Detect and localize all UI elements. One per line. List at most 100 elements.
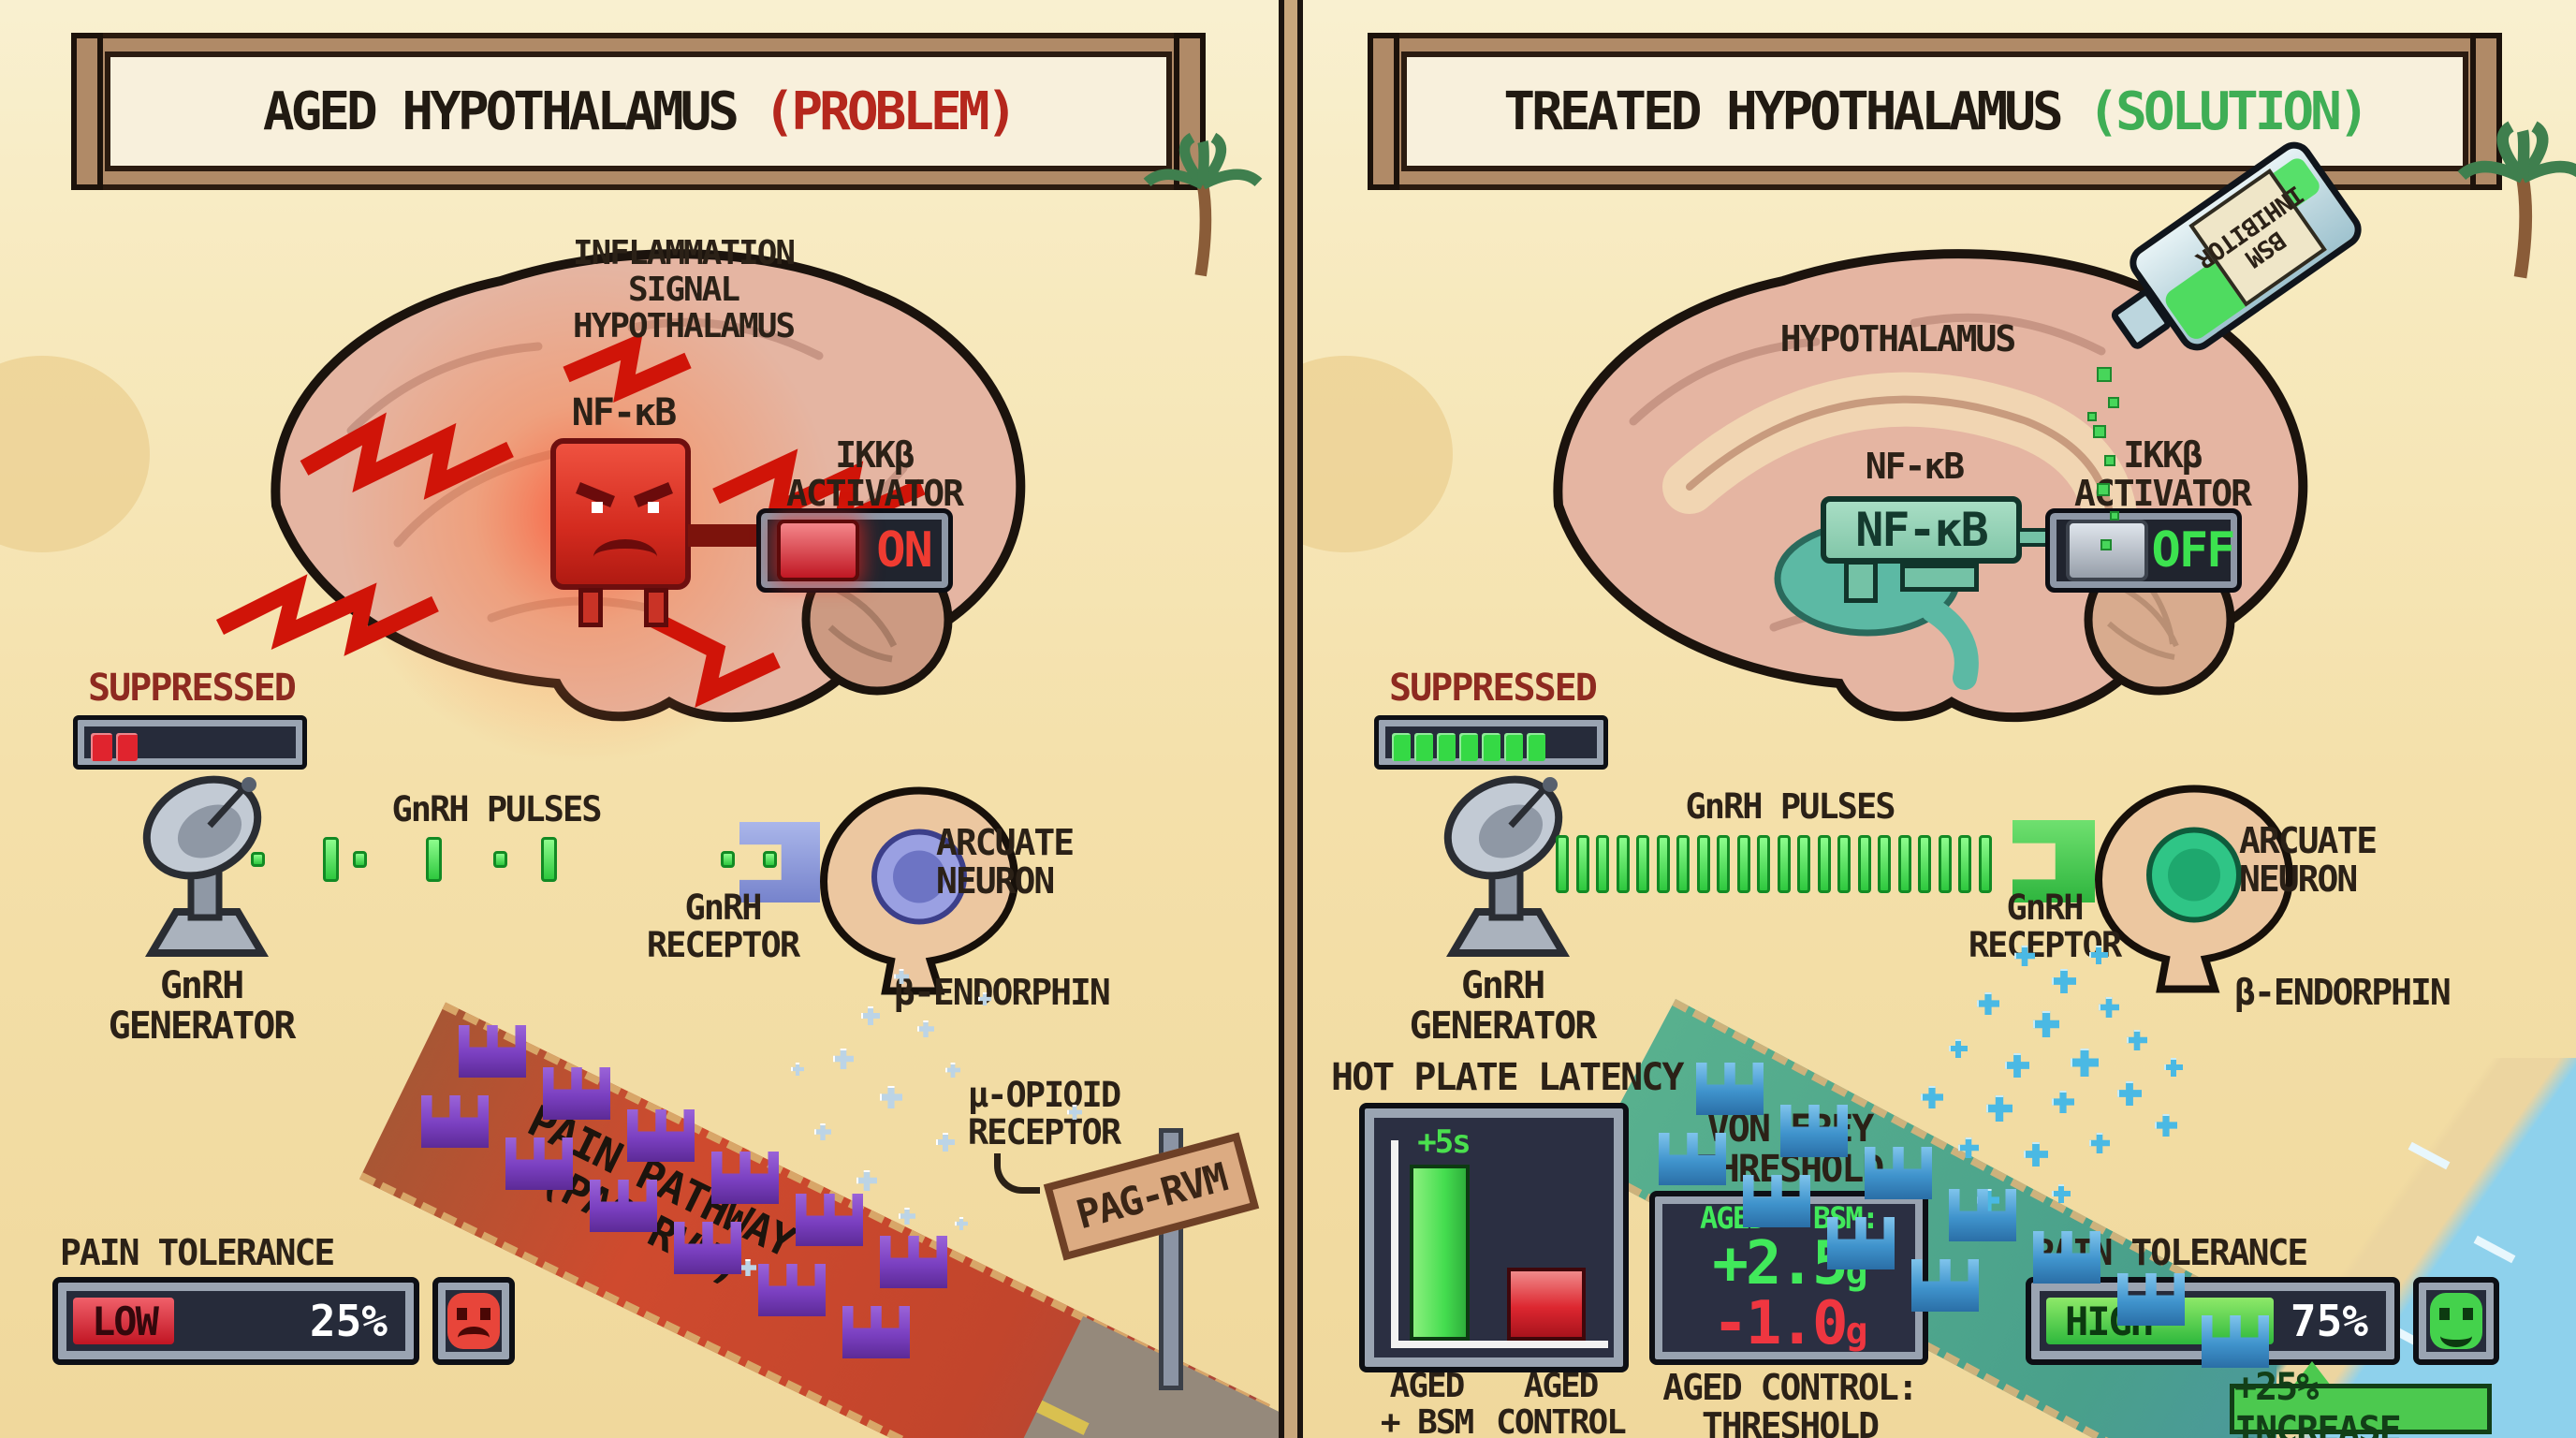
arcuate-neuron-label: ARCUATE NEURON [2239,820,2473,901]
mu-opioid-receptor-shape [627,1109,695,1162]
x-axis [1391,1341,1608,1348]
beta-endorphin-particle [1949,1039,1968,1058]
ikkb-switch-off[interactable]: OFF [2045,508,2242,593]
beta-endorphin-particle [1921,1086,1943,1108]
face-eye [480,1308,490,1320]
mu-opioid-receptor-label: μ-OPIOID RECEPTOR [941,1077,1147,1152]
pain-tolerance-bar: LOW 25% [52,1277,419,1365]
arcuate-line: ARCUATE [2239,820,2378,861]
meter-segment [1459,733,1478,761]
suppressed-meter [73,715,307,770]
beta-endorphin-particle [880,1086,902,1108]
beta-endorphin-particle [814,1123,831,1140]
palm-tree-icon [2457,121,2576,279]
beta-endorphin-particle [2052,1091,2074,1113]
mu-opioid-receptor-shape [1911,1259,1979,1312]
generator-line: GnRH [1460,964,1545,1007]
inhibitor-droplet [2108,397,2119,408]
angry-mouth [593,539,657,575]
generator-line: GnRH [159,964,244,1007]
opioid-pointer [994,1153,1040,1194]
beta-endorphin-particle [833,1049,854,1069]
mu-opioid-receptor-shape [2033,1231,2100,1284]
angry-pupil [592,502,603,513]
inhibitor-droplet [2100,539,2112,550]
inhibitor-droplet [2104,455,2115,466]
ikkb-activator-label: IKKβ ACTIVATOR [2059,434,2265,515]
character-leg [644,588,668,627]
gnrh-pulse-tick [1656,835,1670,893]
value-number: -1.0 [1712,1289,1848,1359]
mu-opioid-receptor-shape [880,1236,947,1288]
increase-badge: +25% INCREASE [2230,1366,2492,1438]
opioid-line: RECEPTOR [967,1111,1121,1152]
gnrh-pulse-tick [763,851,777,868]
gnrh-pulse-tick [1958,835,1971,893]
panel-divider [1279,0,1303,1438]
mu-opioid-receptor-shape [2202,1315,2269,1368]
von-frey-red-value: -1.0g [1712,1294,1868,1354]
meter-segment [1482,733,1500,761]
ikkb-line: IKKβ [2123,434,2203,476]
tolerance-percent: 25% [309,1296,388,1346]
ikkb-switch-on[interactable]: ON [756,508,953,593]
gnrh-receptor-label: GnRH RECEPTOR [1951,889,2138,964]
meter-segment [1504,733,1523,761]
beta-endorphin-particle [2164,1058,2183,1077]
hot-plate-chart: +5s [1359,1103,1629,1372]
switch-button[interactable] [777,520,859,581]
ikkb-activator-label: IKKβ ACTIVATOR [771,435,977,515]
gnrh-pulse-tick [1797,835,1810,893]
hypothalamus-label: HYPOTHALAMUS [1779,318,2017,360]
panel-aged-problem: AGED HYPOTHALAMUS (PROBLEM) [0,0,1279,1438]
title-status-problem: (PROBLEM) [763,81,1017,142]
meter-segment [1414,733,1433,761]
receptor-line: GnRH [2006,888,2084,928]
suppressed-meter [1374,715,1608,770]
arcuate-line: NEURON [936,860,1055,902]
nfkb-calm-box: NF-κB [1821,496,2022,564]
switch-button[interactable] [2066,520,2148,581]
gnrh-pulse-tick [1616,835,1630,893]
brain-caption: INFLAMMATION SIGNAL HYPOTHALAMUS [468,235,899,345]
face-eye [2463,1308,2473,1320]
happy-face-icon [2430,1293,2482,1349]
mu-opioid-receptor-shape [842,1306,910,1358]
beta-endorphin-particle [2024,1142,2048,1167]
dune-shape [1303,356,1453,552]
generator-line: GENERATOR [1409,1005,1598,1049]
mu-opioid-receptor-shape [758,1264,826,1316]
beta-endorphin-particle [917,1020,934,1037]
gnrh-pulse-tick [1556,835,1569,893]
inhibitor-droplet [2097,367,2112,382]
nfkb-angry-character [550,438,691,590]
value-unit: g [1845,1310,1868,1354]
ikkb-line: ACTIVATOR [2074,473,2252,515]
mu-opioid-receptor-shape [2117,1273,2185,1326]
ikkb-line: ACTIVATOR [786,473,964,515]
mu-opioid-receptor-shape [543,1067,610,1120]
nfkb-box-text: NF-κB [1855,503,1989,557]
gnrh-pulse-tick [1878,835,1891,893]
beta-endorphin-particle [955,1217,968,1230]
value-number: +2.5 [1712,1229,1848,1299]
title-status-solution: (SOLUTION) [2087,81,2369,142]
gnrh-pulse-tick [1857,835,1871,893]
mu-opioid-receptor-shape [1865,1147,1932,1199]
sad-face-icon [447,1293,500,1349]
meter-segment [1527,733,1545,761]
mu-opioid-receptor-shape [459,1025,526,1078]
face-frown [458,1327,490,1349]
gnrh-pulse-tick [1596,835,1609,893]
mu-opioid-receptor-shape [1743,1175,1810,1227]
tolerance-level-text: LOW [92,1298,159,1344]
gnrh-pulse-tick [493,851,507,868]
sad-face-indicator [432,1277,515,1365]
gnrh-pulses-label: GnRH PULSES [1685,786,1895,827]
gnrh-pulse-tick [1897,835,1911,893]
arcuate-line: NEURON [2239,858,2358,901]
character-leg [578,588,603,627]
meter-segment [91,733,112,761]
happy-face-indicator [2413,1277,2499,1365]
nfkb-foot [1844,560,1878,603]
